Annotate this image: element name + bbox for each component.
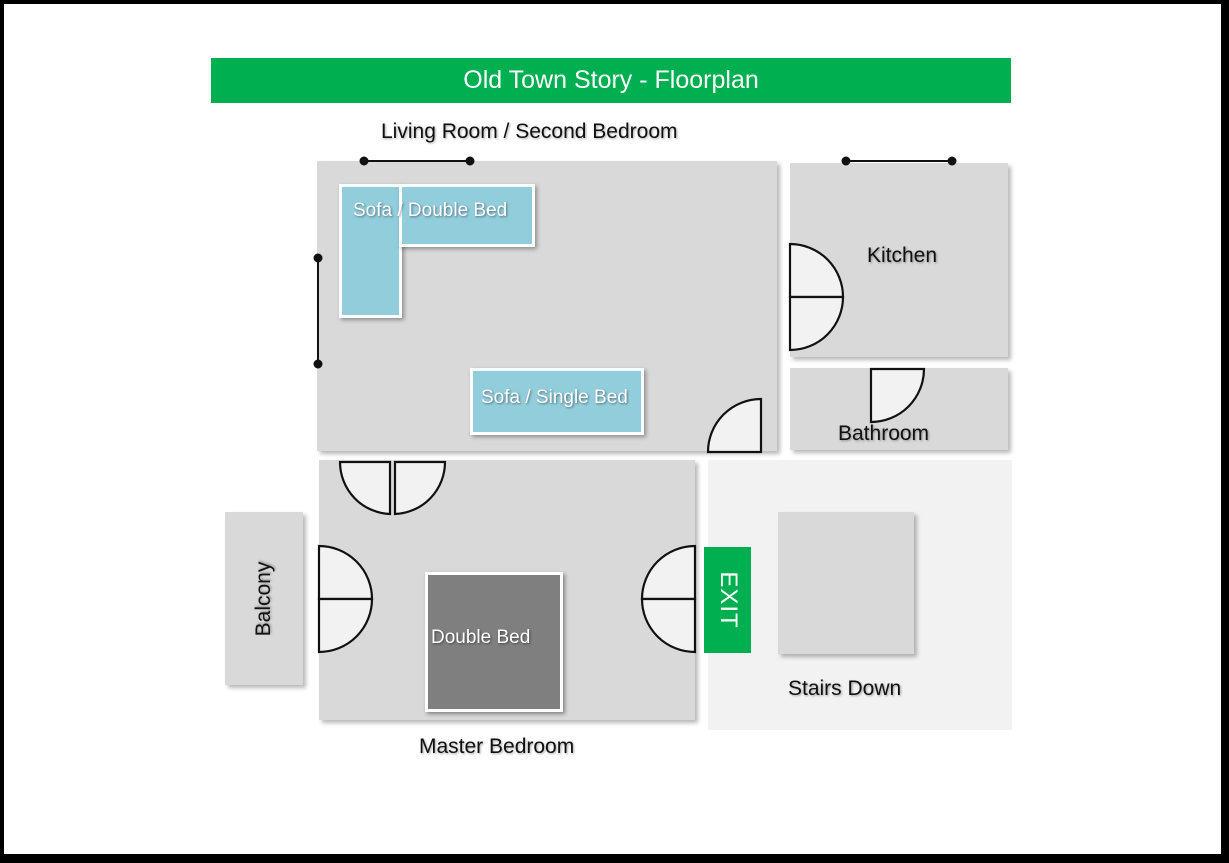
double-bed-label: Double Bed bbox=[431, 627, 531, 648]
master-bedroom-label: Master Bedroom bbox=[419, 735, 575, 758]
sofa-single-bed-label: Sofa / Single Bed bbox=[481, 387, 628, 408]
balcony: Balcony bbox=[225, 512, 303, 685]
exit-sign: EXIT bbox=[704, 547, 751, 653]
stairs-label: Stairs Down bbox=[788, 677, 902, 700]
sofa-double-bed-label: Sofa / Double Bed bbox=[353, 200, 508, 221]
sofa-single-bed bbox=[470, 368, 644, 435]
stairs-down bbox=[778, 512, 914, 654]
bathroom-label: Bathroom bbox=[838, 422, 930, 445]
floorplan-slide: Old Town Story - Floorplan Living Room /… bbox=[4, 4, 1221, 854]
double-bed bbox=[425, 572, 563, 712]
page-title: Old Town Story - Floorplan bbox=[211, 58, 1011, 103]
kitchen-label: Kitchen bbox=[867, 244, 938, 267]
exit-label: EXIT bbox=[714, 571, 742, 629]
sofa-double-bed-horizontal bbox=[399, 184, 535, 247]
balcony-label: Balcony bbox=[252, 561, 275, 636]
sofa-double-bed-vertical bbox=[339, 184, 402, 318]
living-room-label: Living Room / Second Bedroom bbox=[381, 120, 678, 143]
